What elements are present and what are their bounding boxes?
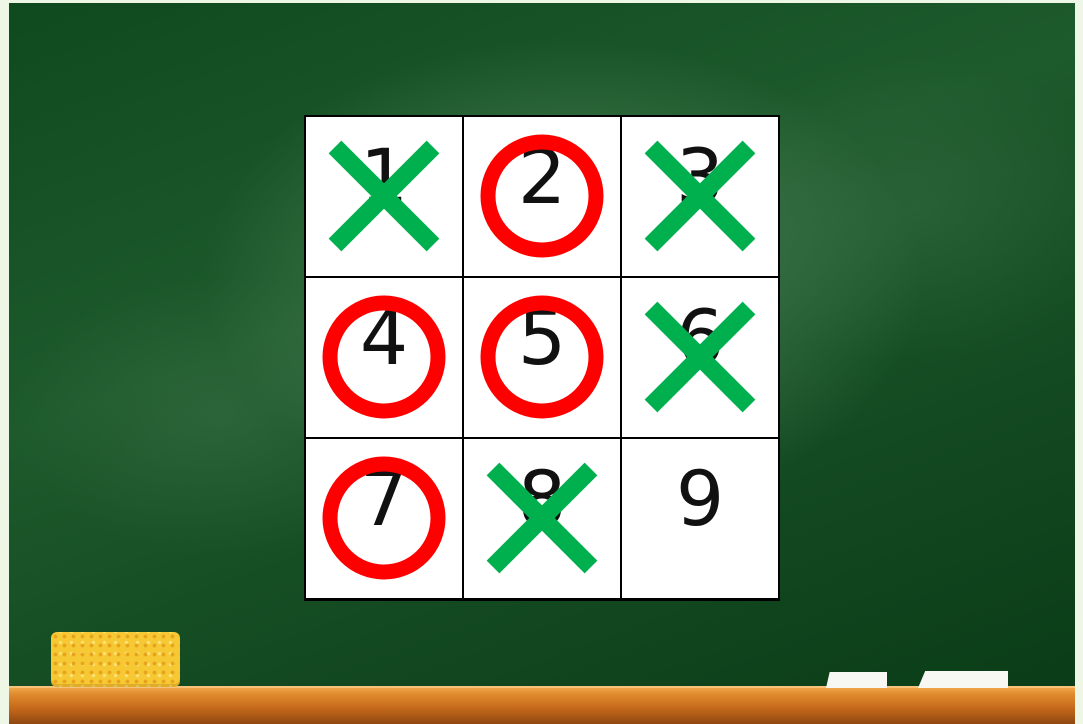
circle-mark-icon	[321, 294, 447, 420]
cell-9[interactable]: 9	[622, 439, 778, 598]
circle-mark-icon	[479, 133, 605, 259]
cell-5[interactable]: 5	[464, 278, 620, 437]
cell-2[interactable]: 2	[464, 117, 620, 276]
cross-mark-icon	[637, 133, 763, 259]
cell-3[interactable]: 3	[622, 117, 778, 276]
chalk-piece	[826, 672, 887, 688]
circle-mark-icon	[321, 455, 447, 581]
chalk-piece	[918, 671, 1008, 688]
chalk-tray	[9, 686, 1075, 724]
cell-number: 9	[622, 461, 778, 537]
cross-mark-icon	[479, 455, 605, 581]
cell-8[interactable]: 8	[464, 439, 620, 598]
eraser	[51, 632, 180, 687]
cell-4[interactable]: 4	[306, 278, 462, 437]
cross-mark-icon	[321, 133, 447, 259]
cell-7[interactable]: 7	[306, 439, 462, 598]
cross-mark-icon	[637, 294, 763, 420]
tic-tac-toe-board: 1 2 3 4 5	[304, 115, 780, 601]
circle-mark-icon	[479, 294, 605, 420]
cell-6[interactable]: 6	[622, 278, 778, 437]
cell-1[interactable]: 1	[306, 117, 462, 276]
